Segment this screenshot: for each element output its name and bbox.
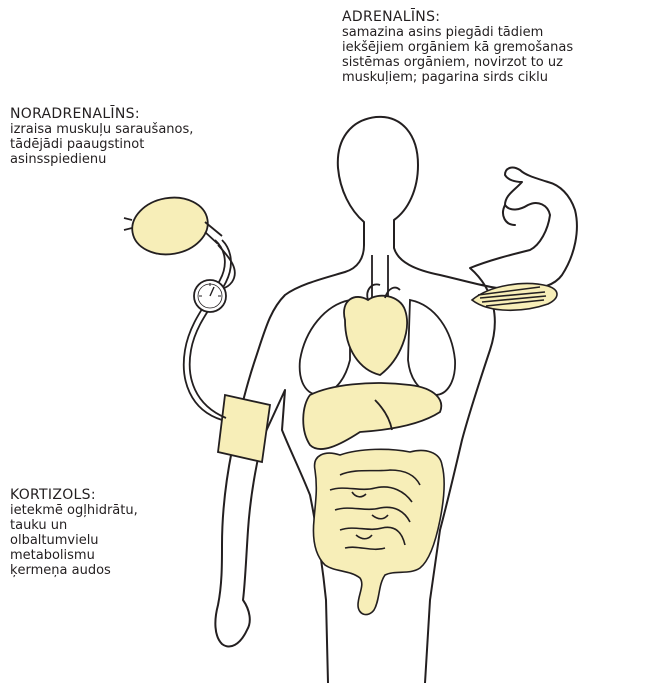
annotation-adrenalins: ADRENALĪNS: samazina asins piegādi tādie…	[342, 10, 667, 85]
heart-icon	[344, 284, 407, 375]
annotation-text: ietekmē ogļhidrātu, tauku un olbaltumvie…	[10, 503, 190, 578]
annotation-title: NORADRENALĪNS:	[10, 107, 290, 122]
blood-pressure-cuff-icon	[124, 192, 270, 462]
pressure-gauge-icon	[194, 280, 226, 312]
annotation-text: izraisa muskuļu saraušanos, tādējādi paa…	[10, 122, 290, 167]
annotation-title: KORTIZOLS:	[10, 488, 190, 503]
annotation-noradrenalins: NORADRENALĪNS: izraisa muskuļu saraušano…	[10, 107, 290, 167]
liver-icon	[303, 383, 441, 449]
intestines-icon	[313, 449, 444, 614]
annotation-title: ADRENALĪNS:	[342, 10, 667, 25]
annotation-text: samazina asins piegādi tādiem iekšējiem …	[342, 25, 667, 85]
annotation-kortizols: KORTIZOLS: ietekmē ogļhidrātu, tauku un …	[10, 488, 190, 578]
biceps-muscle-icon	[472, 284, 557, 311]
